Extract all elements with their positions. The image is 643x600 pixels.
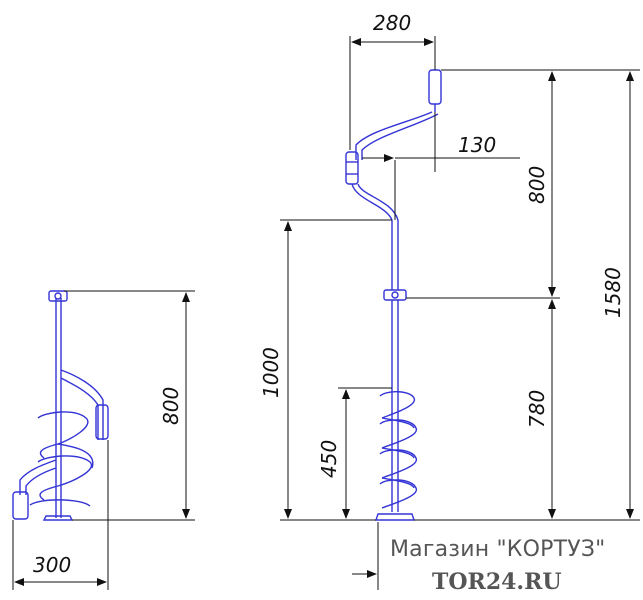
crank-offset-dimension bbox=[362, 112, 520, 220]
folded-width-dimension bbox=[12, 440, 109, 590]
label-upper-length: 800 bbox=[525, 166, 549, 204]
watermark-site: TOR24.RU bbox=[432, 569, 562, 595]
handle-offset-dimension bbox=[349, 36, 436, 150]
label-lower-length: 780 bbox=[525, 390, 549, 428]
watermark-shop-name: Магазин "КОРТУЗ" bbox=[390, 537, 606, 562]
folded-auger bbox=[12, 290, 109, 521]
extension-length-dimension bbox=[280, 219, 392, 521]
upper-length-dimension bbox=[406, 71, 560, 299]
blade-dimension bbox=[352, 522, 379, 590]
label-total-length: 1580 bbox=[601, 267, 625, 318]
folded-height-dimension bbox=[64, 290, 195, 521]
assembled-auger bbox=[345, 69, 442, 521]
label-handle-offset: 280 bbox=[373, 11, 411, 35]
auger-length-dimension bbox=[338, 387, 392, 519]
total-length-dimension bbox=[414, 69, 640, 521]
label-extension-length: 1000 bbox=[259, 347, 283, 398]
label-auger-length: 450 bbox=[317, 440, 341, 478]
label-folded-height: 800 bbox=[159, 387, 183, 425]
label-folded-width: 300 bbox=[33, 553, 71, 577]
label-crank-offset: 130 bbox=[458, 133, 496, 157]
